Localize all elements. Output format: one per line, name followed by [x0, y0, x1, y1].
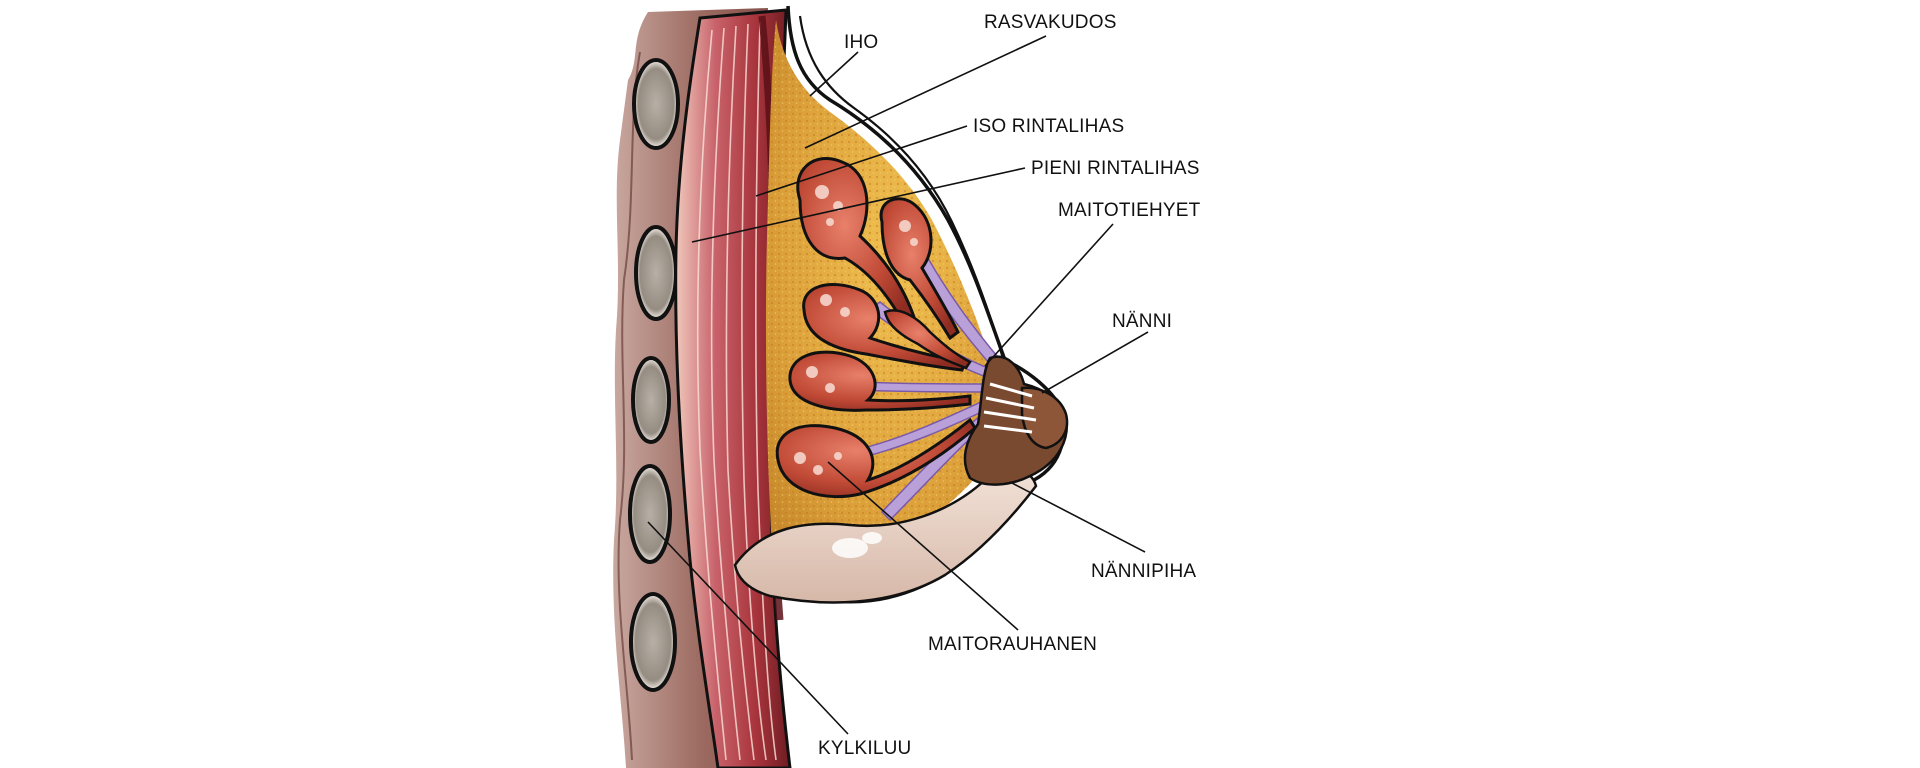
- rib-3: [633, 358, 669, 442]
- leader-maitotiehyet: [985, 224, 1113, 366]
- label-iso-rintalihas: ISO RINTALIHAS: [973, 116, 1124, 137]
- label-pieni-rintalihas: PIENI RINTALIHAS: [1031, 158, 1200, 179]
- label-maitotiehyet: MAITOTIEHYET: [1058, 200, 1201, 221]
- label-maitorauhanen: MAITORAUHANEN: [928, 634, 1097, 655]
- label-rasvakudos: RASVAKUDOS: [984, 12, 1117, 33]
- label-nannipiha: NÄNNIPIHA: [1091, 561, 1196, 582]
- rib-1: [634, 60, 678, 148]
- rib-2: [636, 227, 676, 319]
- rib-5: [631, 594, 675, 690]
- rib-4: [630, 466, 670, 562]
- label-nanni: NÄNNI: [1112, 311, 1172, 332]
- leader-nannipiha: [1010, 482, 1145, 552]
- label-iho: IHO: [844, 32, 878, 53]
- label-kylkiluu: KYLKILUU: [818, 738, 911, 759]
- leader-nanni: [1042, 332, 1148, 393]
